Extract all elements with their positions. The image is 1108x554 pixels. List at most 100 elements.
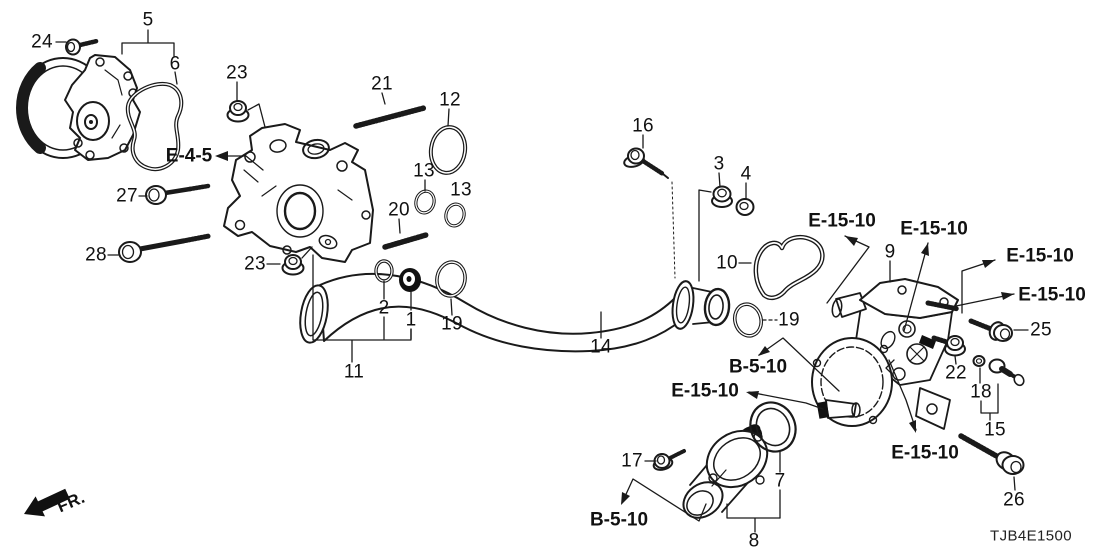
callout-24: 24 [31, 31, 53, 53]
ref-code-e-15-10-5: E-15-10 [891, 442, 959, 464]
part-thermostat-8 [682, 424, 769, 519]
leader-e1510-3 [961, 259, 996, 314]
part-oring-19a [435, 260, 467, 298]
callout-11: 11 [343, 361, 365, 383]
leader-16-axis [671, 181, 676, 279]
arrowhead-e1510-1 [845, 236, 858, 246]
part-thermostat-cover-assembly-9 [811, 278, 963, 430]
leader-23b [266, 246, 313, 265]
callout-1: 1 [405, 309, 417, 331]
ref-code-e-15-10-6: E-15-10 [671, 380, 739, 402]
arrowhead-e45 [215, 151, 228, 161]
arrowhead-e1510-5 [909, 420, 916, 433]
leader-23a [236, 81, 266, 128]
callout-20: 20 [388, 199, 410, 221]
leader-6 [174, 71, 178, 85]
callout-23b: 23 [244, 253, 266, 275]
part-nut-23a [226, 100, 250, 123]
leader-lines [55, 29, 1029, 533]
leader-e1510-6 [748, 391, 824, 410]
arrowhead-e1510-4 [1001, 292, 1014, 300]
callout-23a: 23 [226, 62, 248, 84]
callout-14: 14 [590, 336, 612, 358]
part-stud-21 [353, 105, 427, 129]
part-oring-13b [444, 202, 466, 228]
part-bolt-24 [65, 38, 100, 56]
arrowhead-b510-1 [758, 346, 770, 356]
callout-15: 15 [984, 419, 1006, 441]
leader-20 [398, 218, 401, 234]
callout-17: 17 [621, 450, 643, 472]
part-washer-18 [972, 355, 986, 367]
callout-10: 10 [716, 252, 738, 274]
callout-2: 2 [378, 297, 390, 319]
leader-3 [698, 172, 721, 282]
leader-bracket-8 [726, 503, 781, 533]
ref-code-e-15-10-1: E-15-10 [808, 210, 876, 232]
leader-e1510-2 [903, 242, 929, 332]
ref-code-b-5-10-1: B-5-10 [728, 356, 788, 378]
callout-19a: 19 [441, 313, 463, 335]
callout-28: 28 [85, 244, 107, 266]
ref-code-b-5-10-2: B-5-10 [589, 509, 649, 531]
leader-26 [1013, 476, 1016, 491]
diagram-code: TJB4E1500 [990, 527, 1072, 545]
part-water-pump-assembly [16, 54, 141, 161]
part-bolt-16 [623, 147, 669, 179]
leader-21 [381, 92, 386, 105]
callout-6: 6 [169, 53, 181, 75]
ref-code-e-15-10-2: E-15-10 [900, 218, 968, 240]
leader-19a [450, 298, 453, 316]
leader-22 [954, 355, 957, 365]
callout-9: 9 [884, 241, 896, 263]
part-bolt-17 [652, 449, 686, 471]
ref-code-e-15-10-4: E-15-10 [1018, 284, 1086, 306]
leader-e1510-5 [888, 359, 917, 431]
arrowhead-e1510-6 [746, 391, 759, 399]
arrowhead-e1510-3 [982, 260, 995, 268]
callout-12: 12 [439, 89, 461, 111]
callout-4: 4 [740, 163, 752, 185]
callout-7: 7 [774, 470, 786, 492]
callout-8: 8 [748, 530, 760, 552]
part-oring-7 [749, 401, 797, 453]
part-bolt-27 [145, 183, 211, 205]
part-bolt-25 [968, 318, 1013, 342]
part-bolt-28 [118, 233, 212, 263]
ref-code-e-15-10-3: E-15-10 [1006, 245, 1074, 267]
callout-27: 27 [116, 185, 138, 207]
leader-bracket-5 [121, 29, 175, 57]
callout-22: 22 [945, 362, 967, 384]
part-oring-12 [428, 125, 468, 175]
callout-21: 21 [371, 73, 393, 95]
callout-25: 25 [1030, 319, 1052, 341]
leader-bracket-11 [312, 254, 412, 363]
arrowhead-b510-2 [621, 492, 630, 505]
callout-13a: 13 [413, 160, 435, 182]
callout-19b: 19 [778, 309, 800, 331]
part-gasket-6 [125, 81, 184, 171]
part-oring-13a [414, 189, 436, 215]
callout-3: 3 [713, 153, 725, 175]
part-seal-1 [399, 268, 421, 292]
callout-26: 26 [1003, 489, 1025, 511]
part-gasket-10 [753, 235, 825, 301]
callout-5: 5 [142, 9, 154, 31]
part-washer-4 [735, 198, 755, 216]
part-sensor-15 [988, 358, 1025, 387]
fr-direction-arrow [24, 488, 70, 517]
part-nut-3 [711, 185, 733, 208]
part-nut-22 [944, 335, 966, 357]
callout-18: 18 [970, 381, 992, 403]
leader-arrowheads [215, 151, 1014, 505]
part-nut-23b [281, 254, 305, 276]
callout-13b: 13 [450, 179, 472, 201]
leader-b510-2 [621, 478, 707, 522]
arrowhead-e1510-2 [921, 243, 929, 256]
part-oring-19b [732, 302, 764, 338]
callout-16: 16 [632, 115, 654, 137]
ref-code-e-4-5: E-4-5 [165, 145, 213, 167]
part-water-passage-11 [223, 123, 374, 263]
